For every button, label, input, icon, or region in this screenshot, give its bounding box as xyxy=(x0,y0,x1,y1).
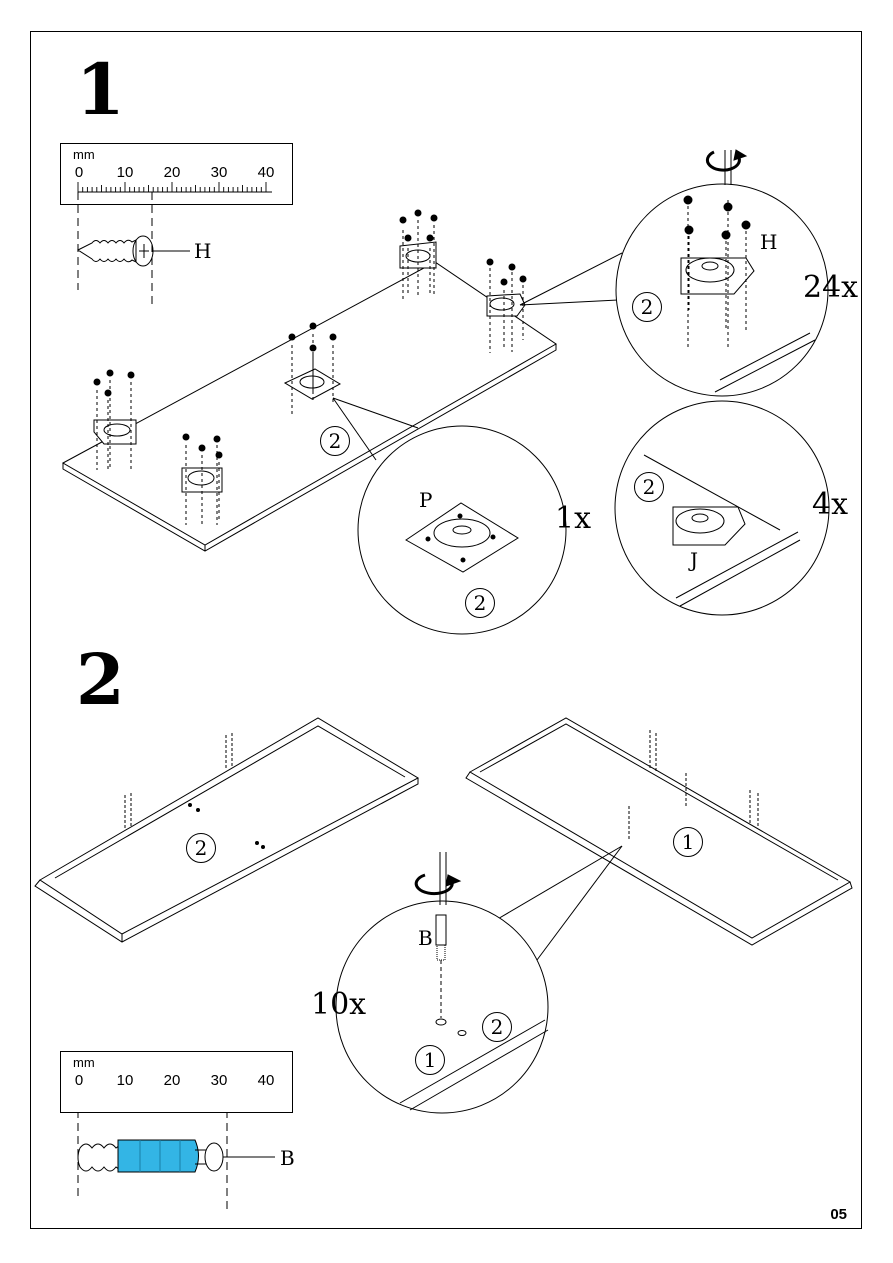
step-2-number: 2 xyxy=(76,638,125,721)
page-number: 05 xyxy=(830,1206,847,1223)
callout-insert-circle xyxy=(335,852,549,1114)
screw-label: H xyxy=(194,239,212,263)
ruler-tick-label: 0 xyxy=(74,1072,84,1089)
step-1-number: 1 xyxy=(76,48,125,131)
insert-b-drawing xyxy=(77,1139,275,1173)
ruler-tick-label: 40 xyxy=(257,164,275,181)
ruler-tick-label: 40 xyxy=(257,1072,275,1089)
board-left-step-2 xyxy=(34,717,420,943)
dowels-right xyxy=(628,730,759,841)
ruler-unit: mm xyxy=(73,147,95,162)
dowels-left xyxy=(124,733,233,830)
ruler-scale-marks xyxy=(77,182,272,193)
panel-number-badge: 2 xyxy=(320,426,350,456)
callout-screw-quantity: 24x xyxy=(803,270,859,305)
callout-plate-circle xyxy=(357,425,567,635)
bracket-front-left xyxy=(93,419,137,445)
ruler-tick-label: 10 xyxy=(116,1072,134,1089)
callout-bracket-panel-badge: 2 xyxy=(634,472,664,502)
ruler-tick-label: 30 xyxy=(210,1072,228,1089)
callout-screw-circle xyxy=(615,149,829,397)
ruler-tick-label: 10 xyxy=(116,164,134,181)
ruler-tick-label: 0 xyxy=(74,164,84,181)
callout-insert-part-label: B xyxy=(418,926,433,950)
step-2-ruler: mm 0 10 20 30 40 xyxy=(60,1051,293,1113)
callout-bracket-part-label: J xyxy=(690,548,699,572)
ruler-unit: mm xyxy=(73,1055,95,1070)
ruler-tick-label: 20 xyxy=(163,164,181,181)
callout-plate-part-label: P xyxy=(419,488,433,512)
right-panel-badge: 1 xyxy=(673,827,703,857)
page-frame xyxy=(30,31,862,1229)
callout-bracket-circle xyxy=(614,400,830,616)
step-1-ruler: mm 0 10 20 30 40 xyxy=(60,143,293,205)
bracket-back-right xyxy=(486,293,526,317)
ruler-tick-label: 20 xyxy=(163,1072,181,1089)
callout-plate-quantity: 1x xyxy=(555,501,592,536)
screw-h-drawing xyxy=(76,235,190,267)
board-right-step-2 xyxy=(465,717,853,946)
callout-plate-panel-badge: 2 xyxy=(465,588,495,618)
callout-insert-panel-badge-b: 2 xyxy=(482,1012,512,1042)
callout-insert-panel-badge-a: 1 xyxy=(415,1045,445,1075)
ruler-tick-label: 30 xyxy=(210,164,228,181)
left-panel-badge: 2 xyxy=(186,833,216,863)
board-step-1 xyxy=(61,261,557,552)
callout-insert-quantity: 10x xyxy=(311,987,367,1022)
callout-bracket-quantity: 4x xyxy=(812,487,849,522)
callout-screw-part-label: H xyxy=(760,230,778,254)
callout-screw-panel-badge: 2 xyxy=(632,292,662,322)
insert-label: B xyxy=(280,1146,295,1170)
